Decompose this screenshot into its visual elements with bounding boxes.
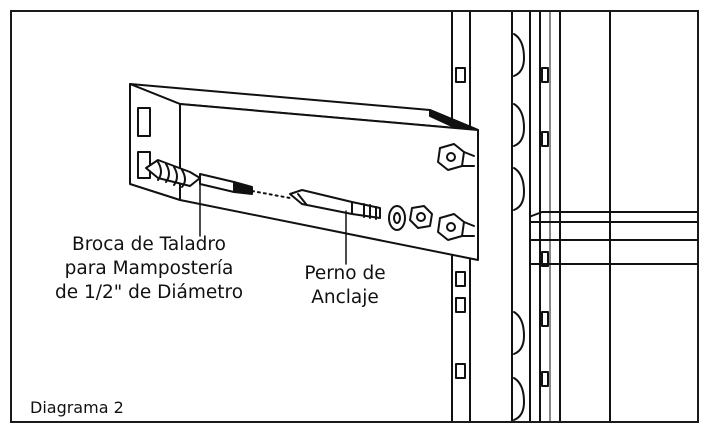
anchor-bolt-label-line-2: Anclaje — [311, 287, 379, 308]
upper-hex-bolt — [437, 143, 475, 171]
drill-bit-label-line-3: de 1/2" de Diámetro — [54, 282, 244, 303]
anchor-bolt-label: Perno de Anclaje — [290, 262, 400, 310]
assembly-illustration — [129, 12, 697, 421]
hex-nut — [409, 205, 433, 229]
lower-hex-bolt — [437, 213, 475, 241]
rear-upright — [539, 12, 611, 421]
drill-bit-label-line-2: para Mampostería — [64, 258, 234, 279]
anchor-bolt — [289, 189, 406, 231]
anchor-bolt-label-line-1: Perno de — [304, 263, 386, 284]
drill-bit-label: Broca de Taladro para Mampostería de 1/2… — [18, 233, 280, 305]
figure-caption: Diagrama 2 — [30, 398, 124, 417]
drill-bit-label-line-1: Broca de Taladro — [72, 234, 226, 255]
drill-bit — [145, 159, 291, 199]
diagram-frame: Broca de Taladro para Mampostería de 1/2… — [10, 10, 699, 423]
